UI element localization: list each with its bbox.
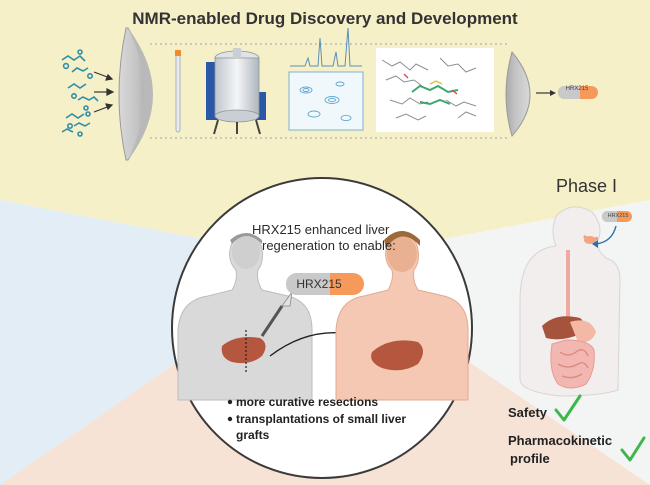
- safety-label: Safety: [508, 405, 548, 420]
- circle-heading-line1: HRX215 enhanced liver: [252, 222, 390, 237]
- phase-label: Phase I: [556, 176, 618, 196]
- scalpel-icon: [260, 291, 293, 337]
- pipeline-pill-label: HRX215: [565, 86, 589, 92]
- phase-pill-label: HRX215: [607, 213, 629, 219]
- circle-heading-line2: regeneration to enable:: [262, 238, 396, 253]
- pk-label-line2: profile: [510, 451, 550, 466]
- patient-after-illustration: [335, 231, 469, 401]
- nmr-spectrometer-icon: [206, 48, 266, 135]
- safety-check-icon: [554, 394, 582, 422]
- liver-icon: [221, 337, 266, 364]
- regenerated-liver-icon: [371, 340, 423, 371]
- bullet-item: transplantations of small liver: [236, 412, 407, 426]
- protein-structure-icon: [376, 48, 494, 132]
- pipeline-frame: [150, 43, 510, 139]
- bullet-dots: [227, 399, 233, 422]
- figure-title: NMR-enabled Drug Discovery and Developme…: [132, 9, 518, 28]
- right-lens: [505, 50, 531, 138]
- drug-pill-label: HRX215: [296, 277, 342, 291]
- patient-before-illustration: [177, 233, 313, 401]
- molecule-icon: [61, 49, 99, 137]
- bullet-item-continuation: grafts: [236, 428, 270, 442]
- input-arrows: [93, 71, 115, 113]
- digestive-system-icon: [519, 206, 621, 397]
- pk-label-line1: Pharmacokinetic: [508, 433, 613, 448]
- output-arrow: [536, 90, 556, 96]
- nmr-tube-icon: [175, 50, 181, 133]
- phase-pill-icon: [592, 211, 632, 248]
- bullet-item: more curative resections: [236, 395, 379, 409]
- pill-icon: [558, 86, 598, 99]
- drug-pill-icon: [286, 273, 364, 295]
- pk-check-icon: [620, 436, 646, 462]
- spectrum-icon: [288, 27, 364, 131]
